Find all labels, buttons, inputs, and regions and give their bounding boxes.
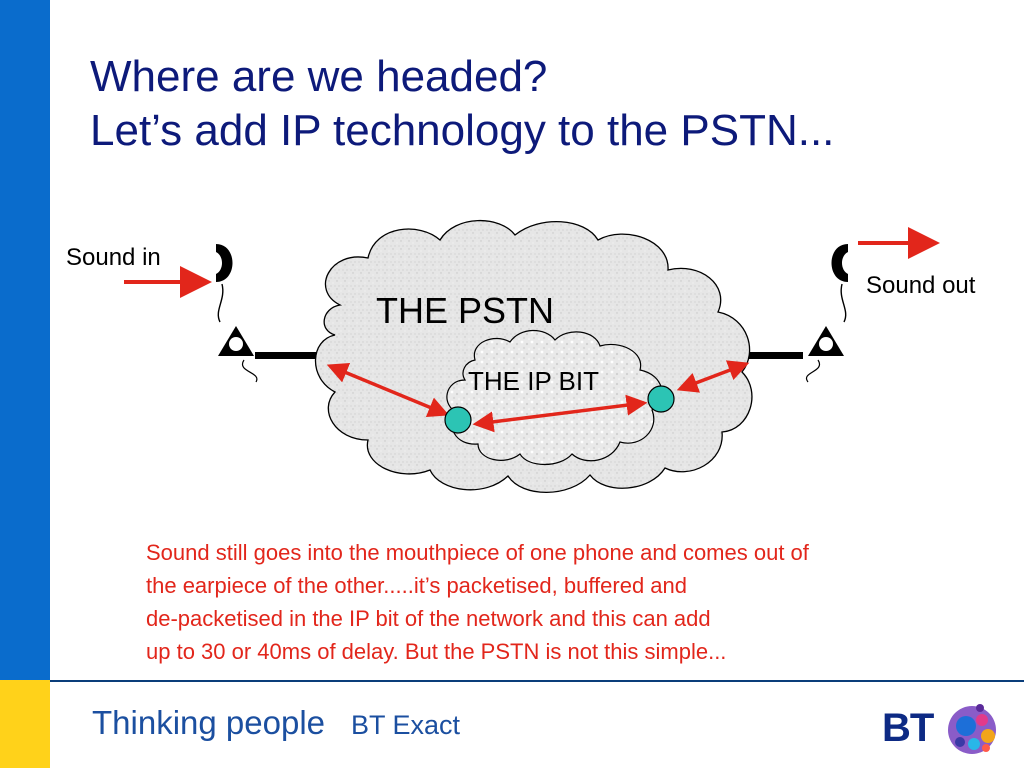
footer-tagline-text: Thinking people <box>92 704 325 741</box>
gateway-node-left <box>444 406 472 434</box>
gateway-node-right <box>647 385 675 413</box>
pstn-to-ip-arrow-left <box>326 362 450 418</box>
right-line-connector <box>745 352 803 359</box>
ip-path-arrow <box>472 394 648 433</box>
footer-divider <box>50 680 1024 682</box>
ip-bit-cloud-label: THE IP BIT <box>468 366 599 396</box>
body-line-2: the earpiece of the other.....it’s packe… <box>146 573 687 598</box>
title-line-2: Let’s add IP technology to the PSTN... <box>90 106 835 155</box>
bt-globe-icon <box>948 704 996 754</box>
telephone-handset-icon <box>805 244 848 383</box>
title-line-1: Where are we headed? <box>90 52 548 101</box>
sidebar-yellow-bar <box>0 680 50 768</box>
footer-division-text: BT Exact <box>351 710 461 740</box>
left-line-connector <box>255 352 323 359</box>
sound-out-label: Sound out <box>866 272 976 299</box>
body-line-1: Sound still goes into the mouthpiece of … <box>146 540 809 565</box>
pstn-cloud-label: THE PSTN <box>376 290 555 331</box>
pstn-diagram <box>124 219 940 493</box>
sidebar-blue-bar <box>0 0 50 680</box>
body-line-4: up to 30 or 40ms of delay. But the PSTN … <box>146 639 727 664</box>
footer-tagline: Thinking people BT Exact <box>92 704 460 742</box>
slide-body-text: Sound still goes into the mouthpiece of … <box>146 536 1016 668</box>
sound-in-label: Sound in <box>66 244 161 271</box>
telephone-handset-icon <box>216 244 258 383</box>
ip-to-pstn-arrow-right <box>676 360 750 393</box>
bt-logo-text: BT <box>882 706 934 750</box>
bt-logo: BT <box>882 698 1006 760</box>
body-line-3: de-packetised in the IP bit of the netwo… <box>146 606 711 631</box>
slide-title: Where are we headed? Let’s add IP techno… <box>90 50 834 158</box>
